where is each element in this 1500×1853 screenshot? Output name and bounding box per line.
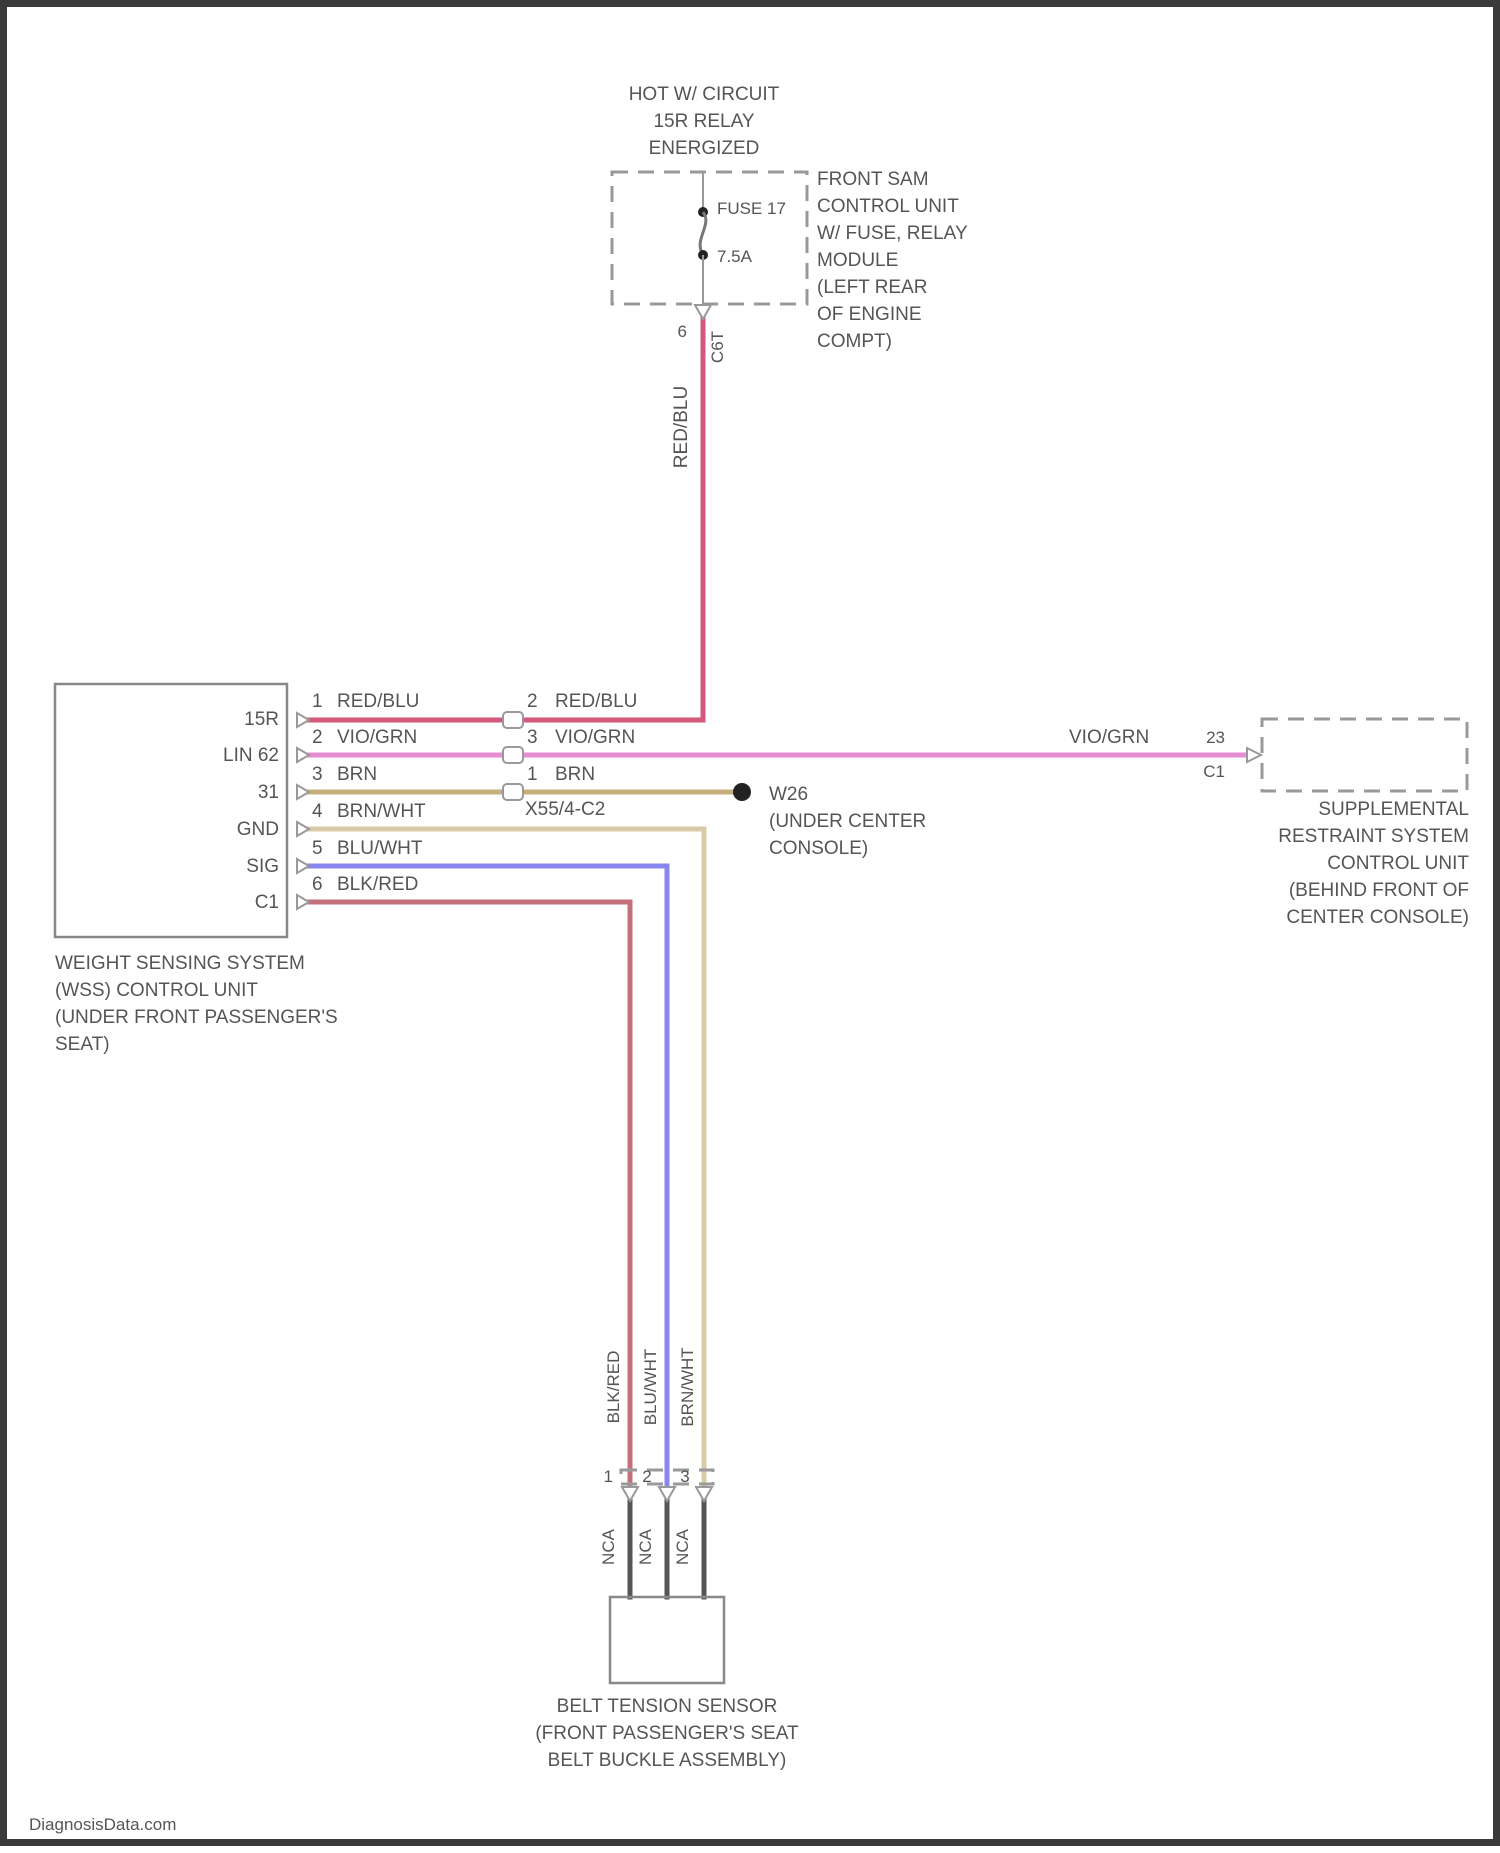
fuse-name: FUSE 17 [717, 199, 786, 218]
wss-caption-line1: WEIGHT SENSING SYSTEM [55, 953, 305, 974]
watermark: DiagnosisData.com [29, 1815, 176, 1834]
sam-module-dashed-box [612, 172, 807, 304]
wss-pin-num: 6 [312, 874, 323, 895]
wss-pin-wire: BLU/WHT [337, 838, 423, 859]
sensor-wire-label: BLK/RED [604, 1351, 623, 1424]
wss-pin-num: 1 [312, 691, 323, 712]
wss-pin-label: SIG [246, 856, 279, 877]
wss-pin-row: 31 3 BRN [258, 764, 377, 803]
wss-pin-row: 15R 1 RED/BLU [244, 691, 419, 730]
ground-line1: (UNDER CENTER [769, 811, 926, 832]
fuse-connector: C6T [708, 331, 727, 363]
sensor-pin-num: 1 [604, 1467, 613, 1486]
fuse-element [700, 212, 706, 255]
srs-line2: RESTRAINT SYSTEM [1278, 826, 1469, 847]
wire-red-blu [299, 307, 703, 720]
sam-line1: FRONT SAM [817, 169, 929, 190]
wss-caption-line3: (UNDER FRONT PASSENGER'S [55, 1007, 338, 1028]
wss-pin-wire: VIO/GRN [337, 727, 417, 748]
sam-line5: (LEFT REAR [817, 277, 928, 298]
wss-pin-num: 5 [312, 838, 323, 859]
srs-pin: 23 [1206, 728, 1225, 747]
sensor-pin-num: 3 [680, 1467, 689, 1486]
hot-circuit-line2: 15R RELAY [653, 111, 754, 132]
vertical-wire-label: RED/BLU [671, 386, 692, 468]
wss-pin-num: 2 [312, 727, 323, 748]
sam-line7: COMPT) [817, 331, 892, 352]
wss-pin-wire: BRN [337, 764, 377, 785]
inline-pin-num: 2 [527, 691, 538, 712]
sensor-wire-label: BRN/WHT [678, 1347, 697, 1426]
wiring-diagram: HOT W/ CIRCUIT 15R RELAY ENERGIZED FUSE … [7, 7, 1500, 1853]
inline-pin-num: 3 [527, 727, 538, 748]
wss-pin-row: C1 6 BLK/RED [255, 874, 419, 913]
srs-line4: (BEHIND FRONT OF [1289, 880, 1469, 901]
sensor-caption-line2: (FRONT PASSENGER'S SEAT [535, 1723, 799, 1744]
wss-pin-num: 3 [312, 764, 323, 785]
inline-pin-wire: VIO/GRN [555, 727, 635, 748]
sam-line6: OF ENGINE [817, 304, 922, 325]
wss-pin-wire: BLK/RED [337, 874, 418, 895]
srs-dashed-box [1262, 719, 1467, 791]
wss-pin-num: 4 [312, 801, 323, 822]
ground-line2: CONSOLE) [769, 838, 868, 859]
sensor-pin-num: 2 [642, 1467, 651, 1486]
sam-line4: MODULE [817, 250, 898, 271]
srs-line5: CENTER CONSOLE) [1286, 907, 1469, 928]
sensor-caption-line3: BELT BUCKLE ASSEMBLY) [548, 1750, 787, 1771]
wss-pin-label: 15R [244, 709, 279, 730]
wss-pin-label: 31 [258, 782, 279, 803]
inline-connector-name: X55/4-C2 [525, 799, 605, 820]
wss-pin-wire: BRN/WHT [337, 801, 426, 822]
sensor-lead-label: NCA [673, 1528, 692, 1565]
ground-point [733, 783, 751, 801]
sensor-wire-label: BLU/WHT [641, 1349, 660, 1426]
sensor-lead-label: NCA [636, 1528, 655, 1565]
sam-line3: W/ FUSE, RELAY [817, 223, 968, 244]
srs-terminal [1247, 748, 1261, 762]
wss-caption-line2: (WSS) CONTROL UNIT [55, 980, 258, 1001]
ground-name: W26 [769, 784, 808, 805]
wss-pin-label: LIN 62 [223, 745, 279, 766]
srs-line3: CONTROL UNIT [1327, 853, 1469, 874]
wss-connector-terminals [297, 713, 309, 909]
belt-tension-sensor-box [610, 1597, 724, 1683]
inline-pin-num: 1 [527, 764, 538, 785]
fuse-rating: 7.5A [717, 247, 753, 266]
hot-circuit-line3: ENERGIZED [649, 138, 760, 159]
inline-pin-wire: BRN [555, 764, 595, 785]
srs-line1: SUPPLEMENTAL [1318, 799, 1469, 820]
hot-circuit-line1: HOT W/ CIRCUIT [629, 84, 780, 105]
wss-caption-line4: SEAT) [55, 1034, 110, 1055]
wss-pin-row: LIN 62 2 VIO/GRN [223, 727, 417, 766]
wss-pin-row: GND 4 BRN/WHT [237, 801, 426, 840]
wss-pin-row: SIG 5 BLU/WHT [246, 838, 423, 877]
srs-wire-label: VIO/GRN [1069, 727, 1149, 748]
inline-pin-wire: RED/BLU [555, 691, 637, 712]
wss-pin-label: C1 [255, 892, 279, 913]
sam-line2: CONTROL UNIT [817, 196, 959, 217]
wss-pin-wire: RED/BLU [337, 691, 419, 712]
inline-connector-terminals [503, 712, 523, 800]
sensor-caption-line1: BELT TENSION SENSOR [557, 1696, 778, 1717]
sensor-lead-label: NCA [599, 1528, 618, 1565]
sensor-terminals [622, 1487, 712, 1501]
wire-blk-red [299, 902, 630, 1487]
fuse-pin: 6 [678, 322, 687, 341]
srs-connector: C1 [1203, 762, 1225, 781]
wss-pin-label: GND [237, 819, 279, 840]
fuse-output-terminal [695, 305, 711, 319]
